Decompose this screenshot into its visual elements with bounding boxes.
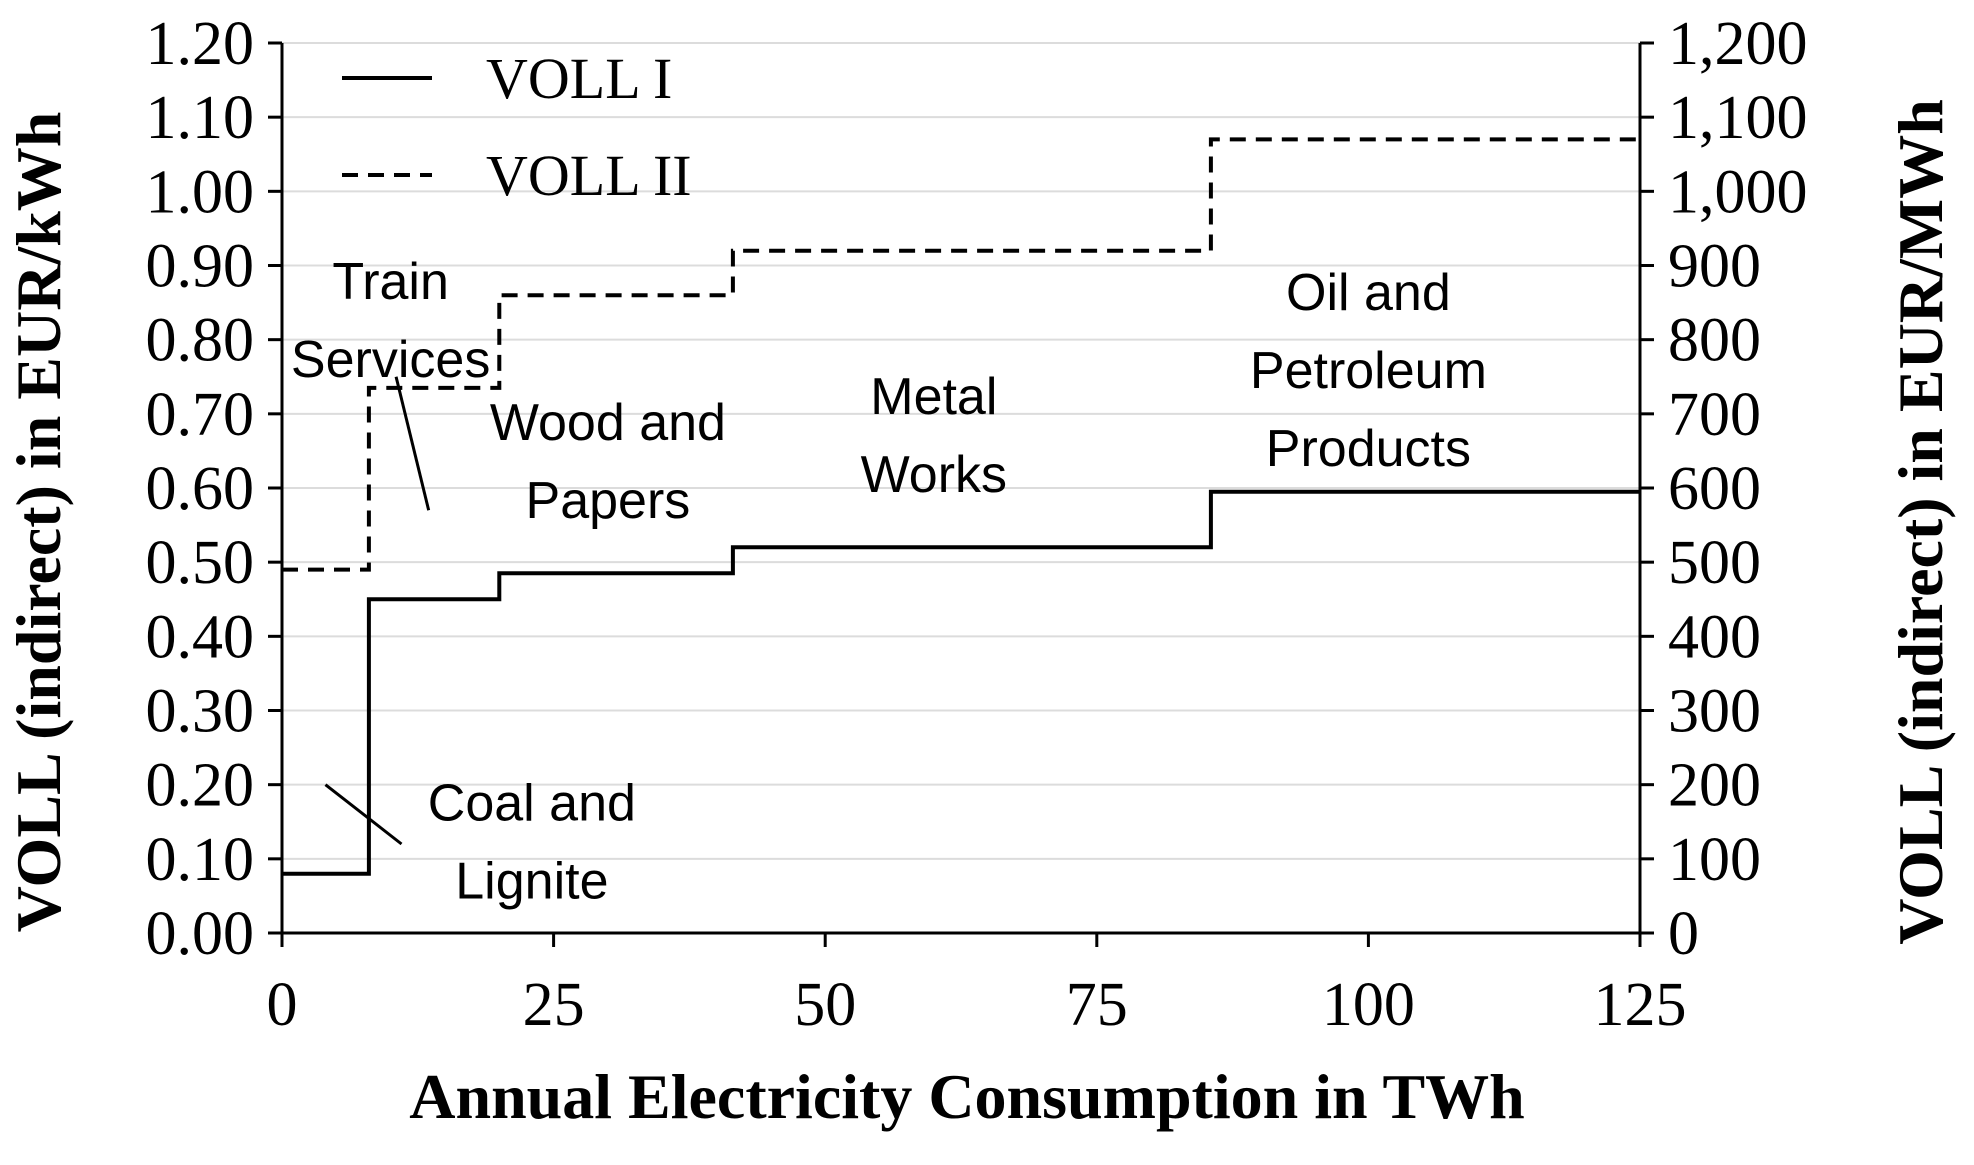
annotation-line: Papers xyxy=(526,472,691,530)
y2-tick-label: 400 xyxy=(1668,603,1761,671)
annotation-line: Wood and xyxy=(490,394,726,452)
series-line-1 xyxy=(282,489,1640,876)
y2-tick-label: 100 xyxy=(1668,826,1761,894)
annotation-line: Services xyxy=(291,331,490,389)
annotation-line: Products xyxy=(1266,420,1471,478)
leader-line-2 xyxy=(394,376,431,511)
y-tick-label: 0.00 xyxy=(146,900,255,968)
annotation-line: Lignite xyxy=(455,852,608,910)
y-tick-label: 0.10 xyxy=(146,826,255,894)
legend: VOLL I VOLL II xyxy=(342,46,692,208)
y2-tick-label: 1,200 xyxy=(1668,10,1808,78)
y-tick-label: 0.60 xyxy=(146,455,255,523)
legend-label-1: VOLL I xyxy=(486,46,672,111)
y-axis-title: VOLL (indirect) in EUR/kWh xyxy=(3,112,74,933)
annotation-line: Oil and xyxy=(1286,264,1451,322)
y2-tick-label: 800 xyxy=(1668,307,1761,375)
annotation-line: Train xyxy=(332,253,449,311)
x-tick-label: 100 xyxy=(1322,971,1415,1039)
y-tick-label: 0.30 xyxy=(146,678,255,746)
gridlines xyxy=(282,42,1640,860)
y-tick-label: 0.80 xyxy=(146,307,255,375)
annotation-line: Metal xyxy=(870,368,997,426)
x-axis-title: Annual Electricity Consumption in TWh xyxy=(409,1061,1524,1132)
series xyxy=(282,137,1640,876)
y2-tick-label: 1,100 xyxy=(1668,84,1808,152)
series-line-2 xyxy=(282,137,1640,572)
x-tick-label: 125 xyxy=(1594,971,1687,1039)
x-tick-label: 50 xyxy=(794,971,856,1039)
y2-tick-label: 700 xyxy=(1668,381,1761,449)
axes xyxy=(268,41,1654,947)
legend-label-2: VOLL II xyxy=(486,143,692,208)
y-tick-label: 0.40 xyxy=(146,603,255,671)
y2-tick-label: 0 xyxy=(1668,900,1699,968)
y2-tick-label: 600 xyxy=(1668,455,1761,523)
y-tick-label: 1.20 xyxy=(146,10,255,78)
y2-tick-label: 200 xyxy=(1668,752,1761,820)
y-tick-label: 0.70 xyxy=(146,381,255,449)
y2-tick-label: 500 xyxy=(1668,529,1761,597)
y-tick-label: 1.10 xyxy=(146,84,255,152)
y2-tick-label: 1,000 xyxy=(1668,158,1808,226)
y-tick-label: 1.00 xyxy=(146,158,255,226)
leader-line-1 xyxy=(324,783,403,846)
x-tick-label: 75 xyxy=(1066,971,1128,1039)
annotation-line: Works xyxy=(861,446,1007,504)
y-tick-label: 0.90 xyxy=(146,233,255,301)
y2-tick-label: 300 xyxy=(1668,678,1761,746)
annotation-line: Petroleum xyxy=(1250,342,1487,400)
y-tick-label: 0.50 xyxy=(146,529,255,597)
annotation-line: Coal and xyxy=(428,774,636,832)
y-tick-label: 0.20 xyxy=(146,752,255,820)
x-tick-label: 25 xyxy=(523,971,585,1039)
x-tick-label: 0 xyxy=(267,971,298,1039)
y2-axis-title: VOLL (indirect) in EUR/MWh xyxy=(1885,99,1956,945)
y2-tick-label: 900 xyxy=(1668,233,1761,301)
